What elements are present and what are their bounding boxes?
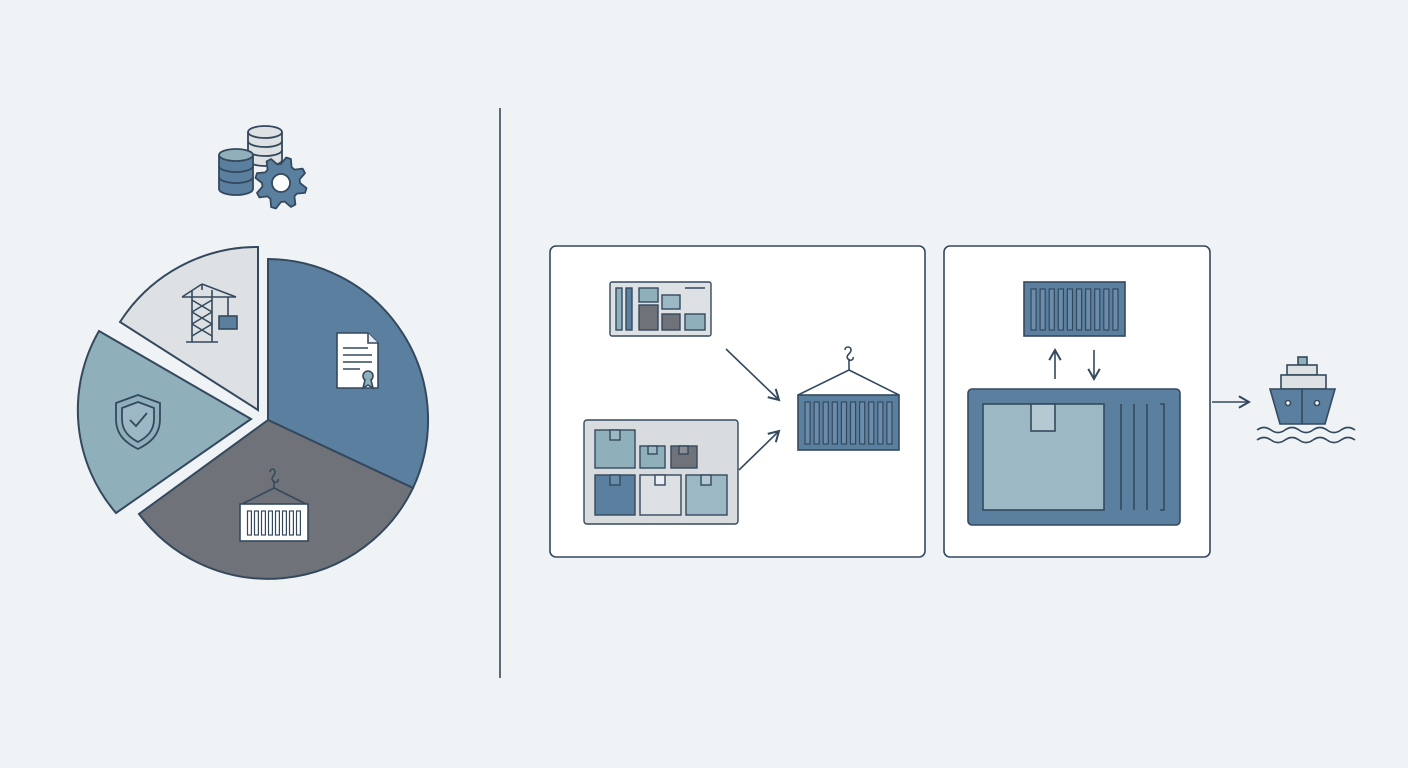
database-gear-icon — [218, 125, 308, 210]
container-cross-section-icon — [967, 388, 1181, 526]
pie-chart — [76, 245, 430, 580]
database-front — [218, 148, 254, 196]
gear-icon — [254, 156, 308, 210]
pie-segment-cargo — [137, 418, 415, 580]
database-back — [247, 125, 283, 167]
pie-segment-security — [76, 329, 253, 515]
port-crane-icon — [181, 283, 238, 343]
cargo-boxes-icon — [583, 419, 739, 525]
pie-segment-port-crane — [118, 245, 259, 412]
arrow-from-boxes — [738, 429, 781, 471]
hoisted-container-icon — [239, 468, 309, 542]
hoisted-container-icon — [797, 346, 900, 451]
cargo-grid-icon — [609, 281, 712, 337]
cargo-ship-icon — [1256, 356, 1356, 444]
container-icon — [1023, 281, 1126, 337]
arrow-to-container — [725, 348, 781, 402]
shield-check-icon — [115, 394, 161, 451]
certificate-document-icon — [336, 332, 379, 390]
